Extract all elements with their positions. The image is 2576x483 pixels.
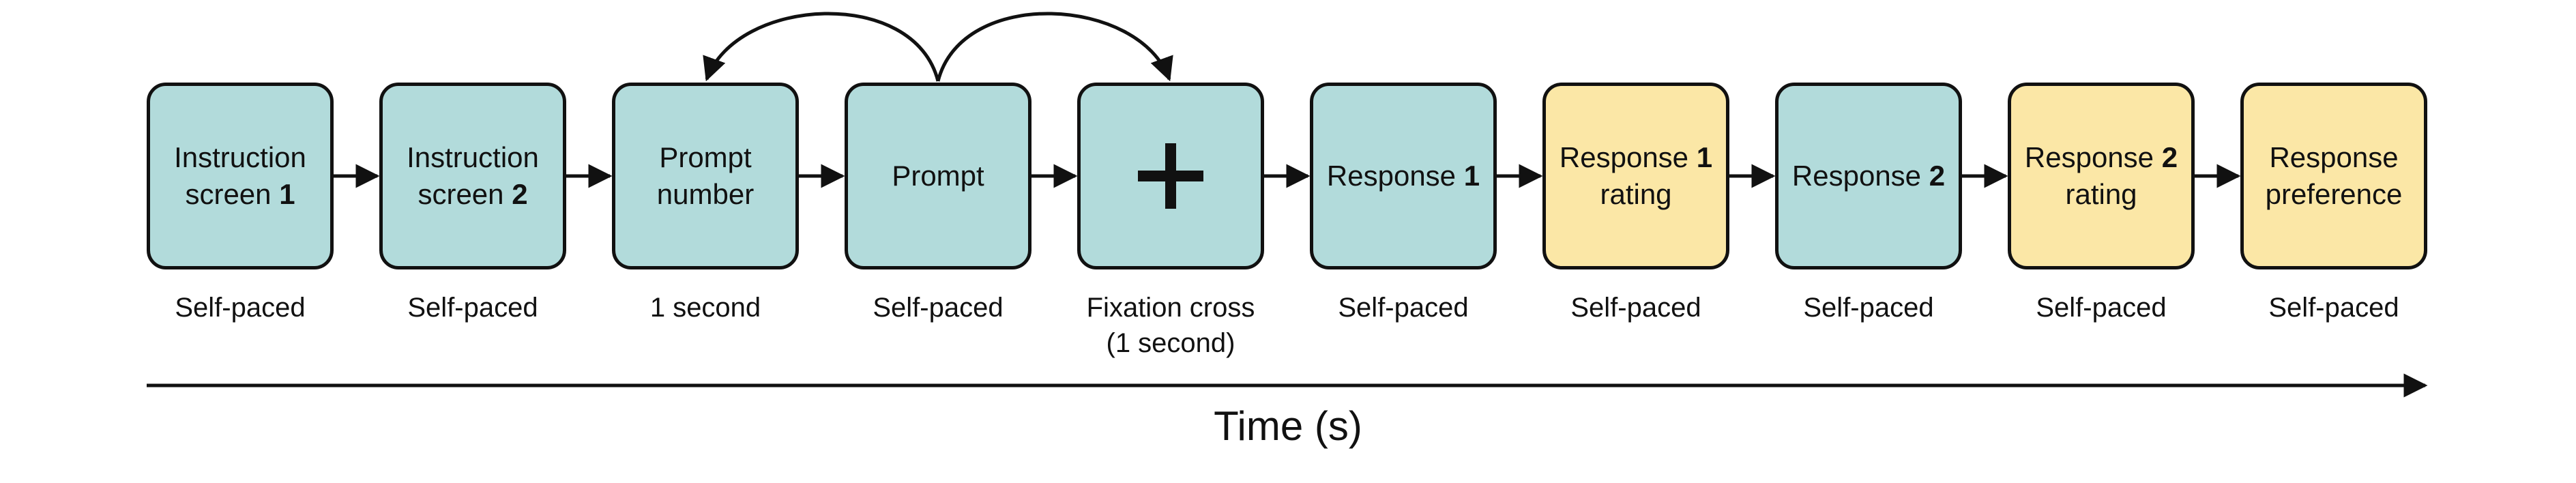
step-box-prompt-number: Prompt number <box>612 83 799 269</box>
step-label: Response 2 rating <box>2011 139 2191 213</box>
fixation-cross-icon <box>1138 143 1203 209</box>
step-number: 1 <box>279 178 295 210</box>
step-box-response-2-rating: Response 2 rating <box>2008 83 2195 269</box>
step-text: Response <box>2024 141 2154 173</box>
step-text: Prompt <box>892 160 984 192</box>
step-number: 2 <box>1929 160 1946 192</box>
step-duration-caption: Self-paced <box>175 293 306 323</box>
caption-line-1: Fixation cross <box>1086 293 1255 323</box>
step-box-prompt: Prompt <box>845 83 1031 269</box>
step-duration-caption: Self-paced <box>2036 293 2167 323</box>
step-number: 1 <box>1463 160 1480 192</box>
step-box-instruction-screen-1: Instruction screen 1 <box>147 83 334 269</box>
step-text-after: rating <box>2065 178 2137 210</box>
step-box-instruction-screen-2: Instruction screen 2 <box>379 83 566 269</box>
step-number: 2 <box>512 178 528 210</box>
step-label: Instruction screen 2 <box>383 139 563 213</box>
step-label: Response 1 <box>1321 158 1485 194</box>
step-duration-caption-fixation: Fixation cross (1 second) <box>1062 290 1280 361</box>
loop-forward-arrow <box>936 12 1173 82</box>
caption-line-2: (1 second) <box>1106 328 1235 358</box>
step-text: Response <box>1791 160 1922 192</box>
time-axis-label: Time (s) <box>1214 403 1362 449</box>
step-text: Prompt number <box>656 141 755 210</box>
step-box-response-1: Response 1 <box>1310 83 1497 269</box>
step-duration-caption: Self-paced <box>1803 293 1934 323</box>
step-box-response-2: Response 2 <box>1775 83 1962 269</box>
step-label: Instruction screen 1 <box>150 139 330 213</box>
step-box-response-preference: Response preference <box>2240 83 2427 269</box>
step-text: Instruction screen <box>407 141 539 210</box>
step-text: Response preference <box>2265 141 2403 210</box>
step-box-fixation-cross <box>1077 83 1264 269</box>
step-text: Instruction screen <box>174 141 306 210</box>
step-text: Response <box>1559 141 1689 173</box>
loop-back-arrow <box>703 12 940 82</box>
step-number: 2 <box>2161 141 2178 173</box>
step-duration-caption: Self-paced <box>2268 293 2399 323</box>
step-label: Response 2 <box>1787 158 1950 194</box>
step-duration-caption: Self-paced <box>1338 293 1469 323</box>
step-duration-caption: Self-paced <box>407 293 538 323</box>
step-duration-caption: Self-paced <box>873 293 1004 323</box>
step-text: Response <box>1326 160 1457 192</box>
step-duration-caption: 1 second <box>649 293 761 323</box>
step-box-response-1-rating: Response 1 rating <box>1542 83 1729 269</box>
step-number: 1 <box>1696 141 1713 173</box>
step-duration-caption: Self-paced <box>1570 293 1701 323</box>
step-text-after: rating <box>1600 178 1672 210</box>
step-label: Response 1 rating <box>1546 139 1726 213</box>
